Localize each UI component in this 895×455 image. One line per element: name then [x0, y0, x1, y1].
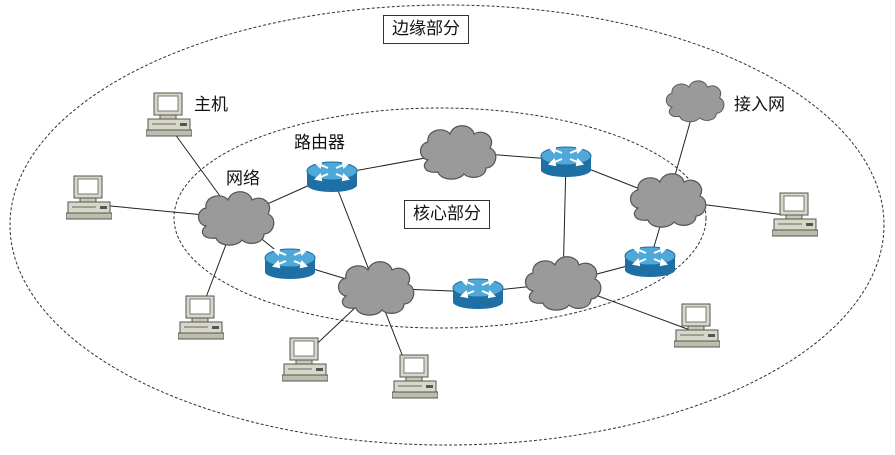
- router-icon: [264, 248, 316, 280]
- network-cloud-icon: [197, 191, 275, 246]
- host-computer-icon: [178, 295, 224, 340]
- network-cloud-icon: [629, 173, 707, 228]
- host-computer-icon: [146, 92, 192, 137]
- router-icon: [452, 278, 504, 310]
- network-cloud-icon: [419, 125, 497, 180]
- host-label: 主机: [194, 95, 228, 115]
- host-computer-icon: [66, 175, 112, 220]
- edge-part-boundary: [9, 4, 885, 446]
- edge-part-label: 边缘部分: [383, 15, 469, 44]
- network-label: 网络: [226, 169, 260, 189]
- access-network-cloud-icon: [665, 80, 725, 123]
- network-cloud-icon: [524, 256, 602, 311]
- host-computer-icon: [674, 303, 720, 348]
- router-label: 路由器: [294, 133, 345, 153]
- access-network-label: 接入网: [734, 95, 785, 115]
- network-cloud-icon: [337, 261, 415, 316]
- host-computer-icon: [392, 354, 438, 399]
- core-part-label: 核心部分: [404, 200, 490, 229]
- router-icon: [540, 146, 592, 178]
- router-icon: [306, 161, 358, 193]
- host-computer-icon: [282, 337, 328, 382]
- router-icon: [624, 246, 676, 278]
- core-part-boundary: [173, 107, 707, 329]
